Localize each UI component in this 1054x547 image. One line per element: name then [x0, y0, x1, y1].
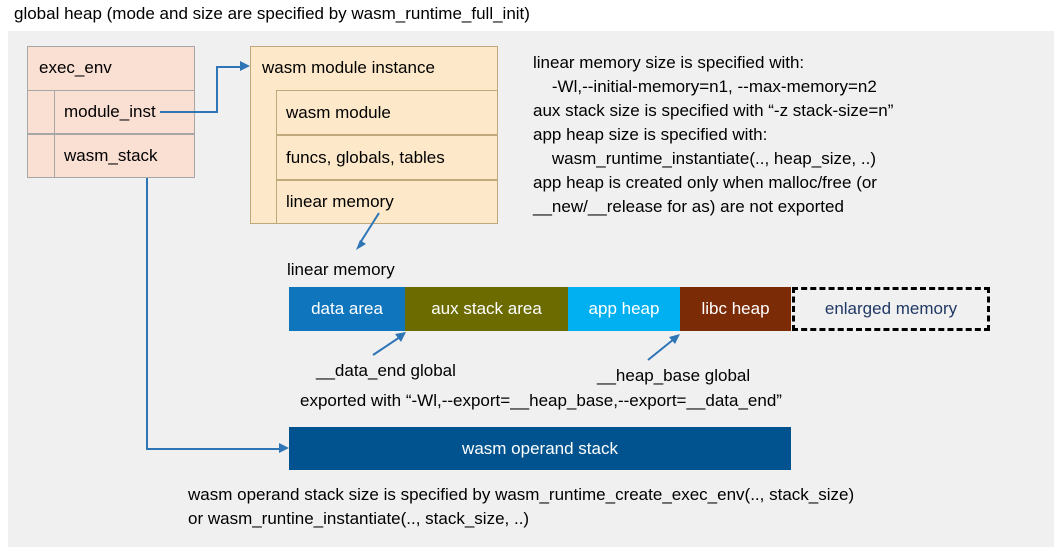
wasm-module-instance-field-linear-memory-label: linear memory — [286, 192, 394, 211]
connector-module-inst-h2 — [216, 66, 242, 68]
page-title: global heap (mode and size are specified… — [14, 4, 530, 23]
connector-module-inst-h1 — [160, 111, 218, 113]
wasm-module-instance-header: wasm module instance — [262, 58, 435, 77]
exec-env-field-wasm-stack-label: wasm_stack — [64, 146, 158, 165]
wasm-module-instance-field-wasm-module — [276, 90, 498, 135]
memory-segment-data-area: data area — [289, 287, 405, 331]
memory-segment-enlarged-memory: enlarged memory — [792, 287, 990, 331]
annotation-data-end-global: __data_end global — [316, 361, 456, 380]
exec-env-field-module-inst — [54, 90, 195, 134]
wasm-module-instance-field-funcs-globals-tables — [276, 135, 498, 180]
connector-wasm-stack-h — [146, 448, 282, 450]
linear-memory-notes: linear memory size is specified with: -W… — [533, 53, 894, 216]
linear-memory-caption: linear memory — [287, 260, 395, 279]
wasm-module-instance-field-linear-memory — [276, 180, 498, 224]
exec-env-field-module-inst-label: module_inst — [64, 102, 156, 121]
wasm-operand-stack-note: wasm operand stack size is specified by … — [188, 485, 855, 528]
annotation-heap-base-global: __heap_base global — [597, 366, 751, 385]
wasm-module-instance-field-wasm-module-label: wasm module — [286, 102, 391, 122]
memory-segment-libc-heap: libc heap — [680, 287, 791, 331]
connector-module-inst-v — [216, 66, 218, 113]
connector-wasm-stack-v — [146, 178, 148, 449]
memory-segment-aux-stack-area: aux stack area — [405, 287, 568, 331]
exec-env-field-wasm-stack — [54, 134, 195, 178]
wasm-module-instance-field-funcs-globals-tables-label: funcs, globals, tables — [286, 147, 445, 167]
annotation-exported-with: exported with “-Wl,--export=__heap_base,… — [300, 391, 782, 410]
wasm-operand-stack-box: wasm operand stack — [289, 427, 791, 470]
exec-env-header: exec_env — [39, 58, 112, 77]
memory-segment-app-heap: app heap — [568, 287, 680, 331]
